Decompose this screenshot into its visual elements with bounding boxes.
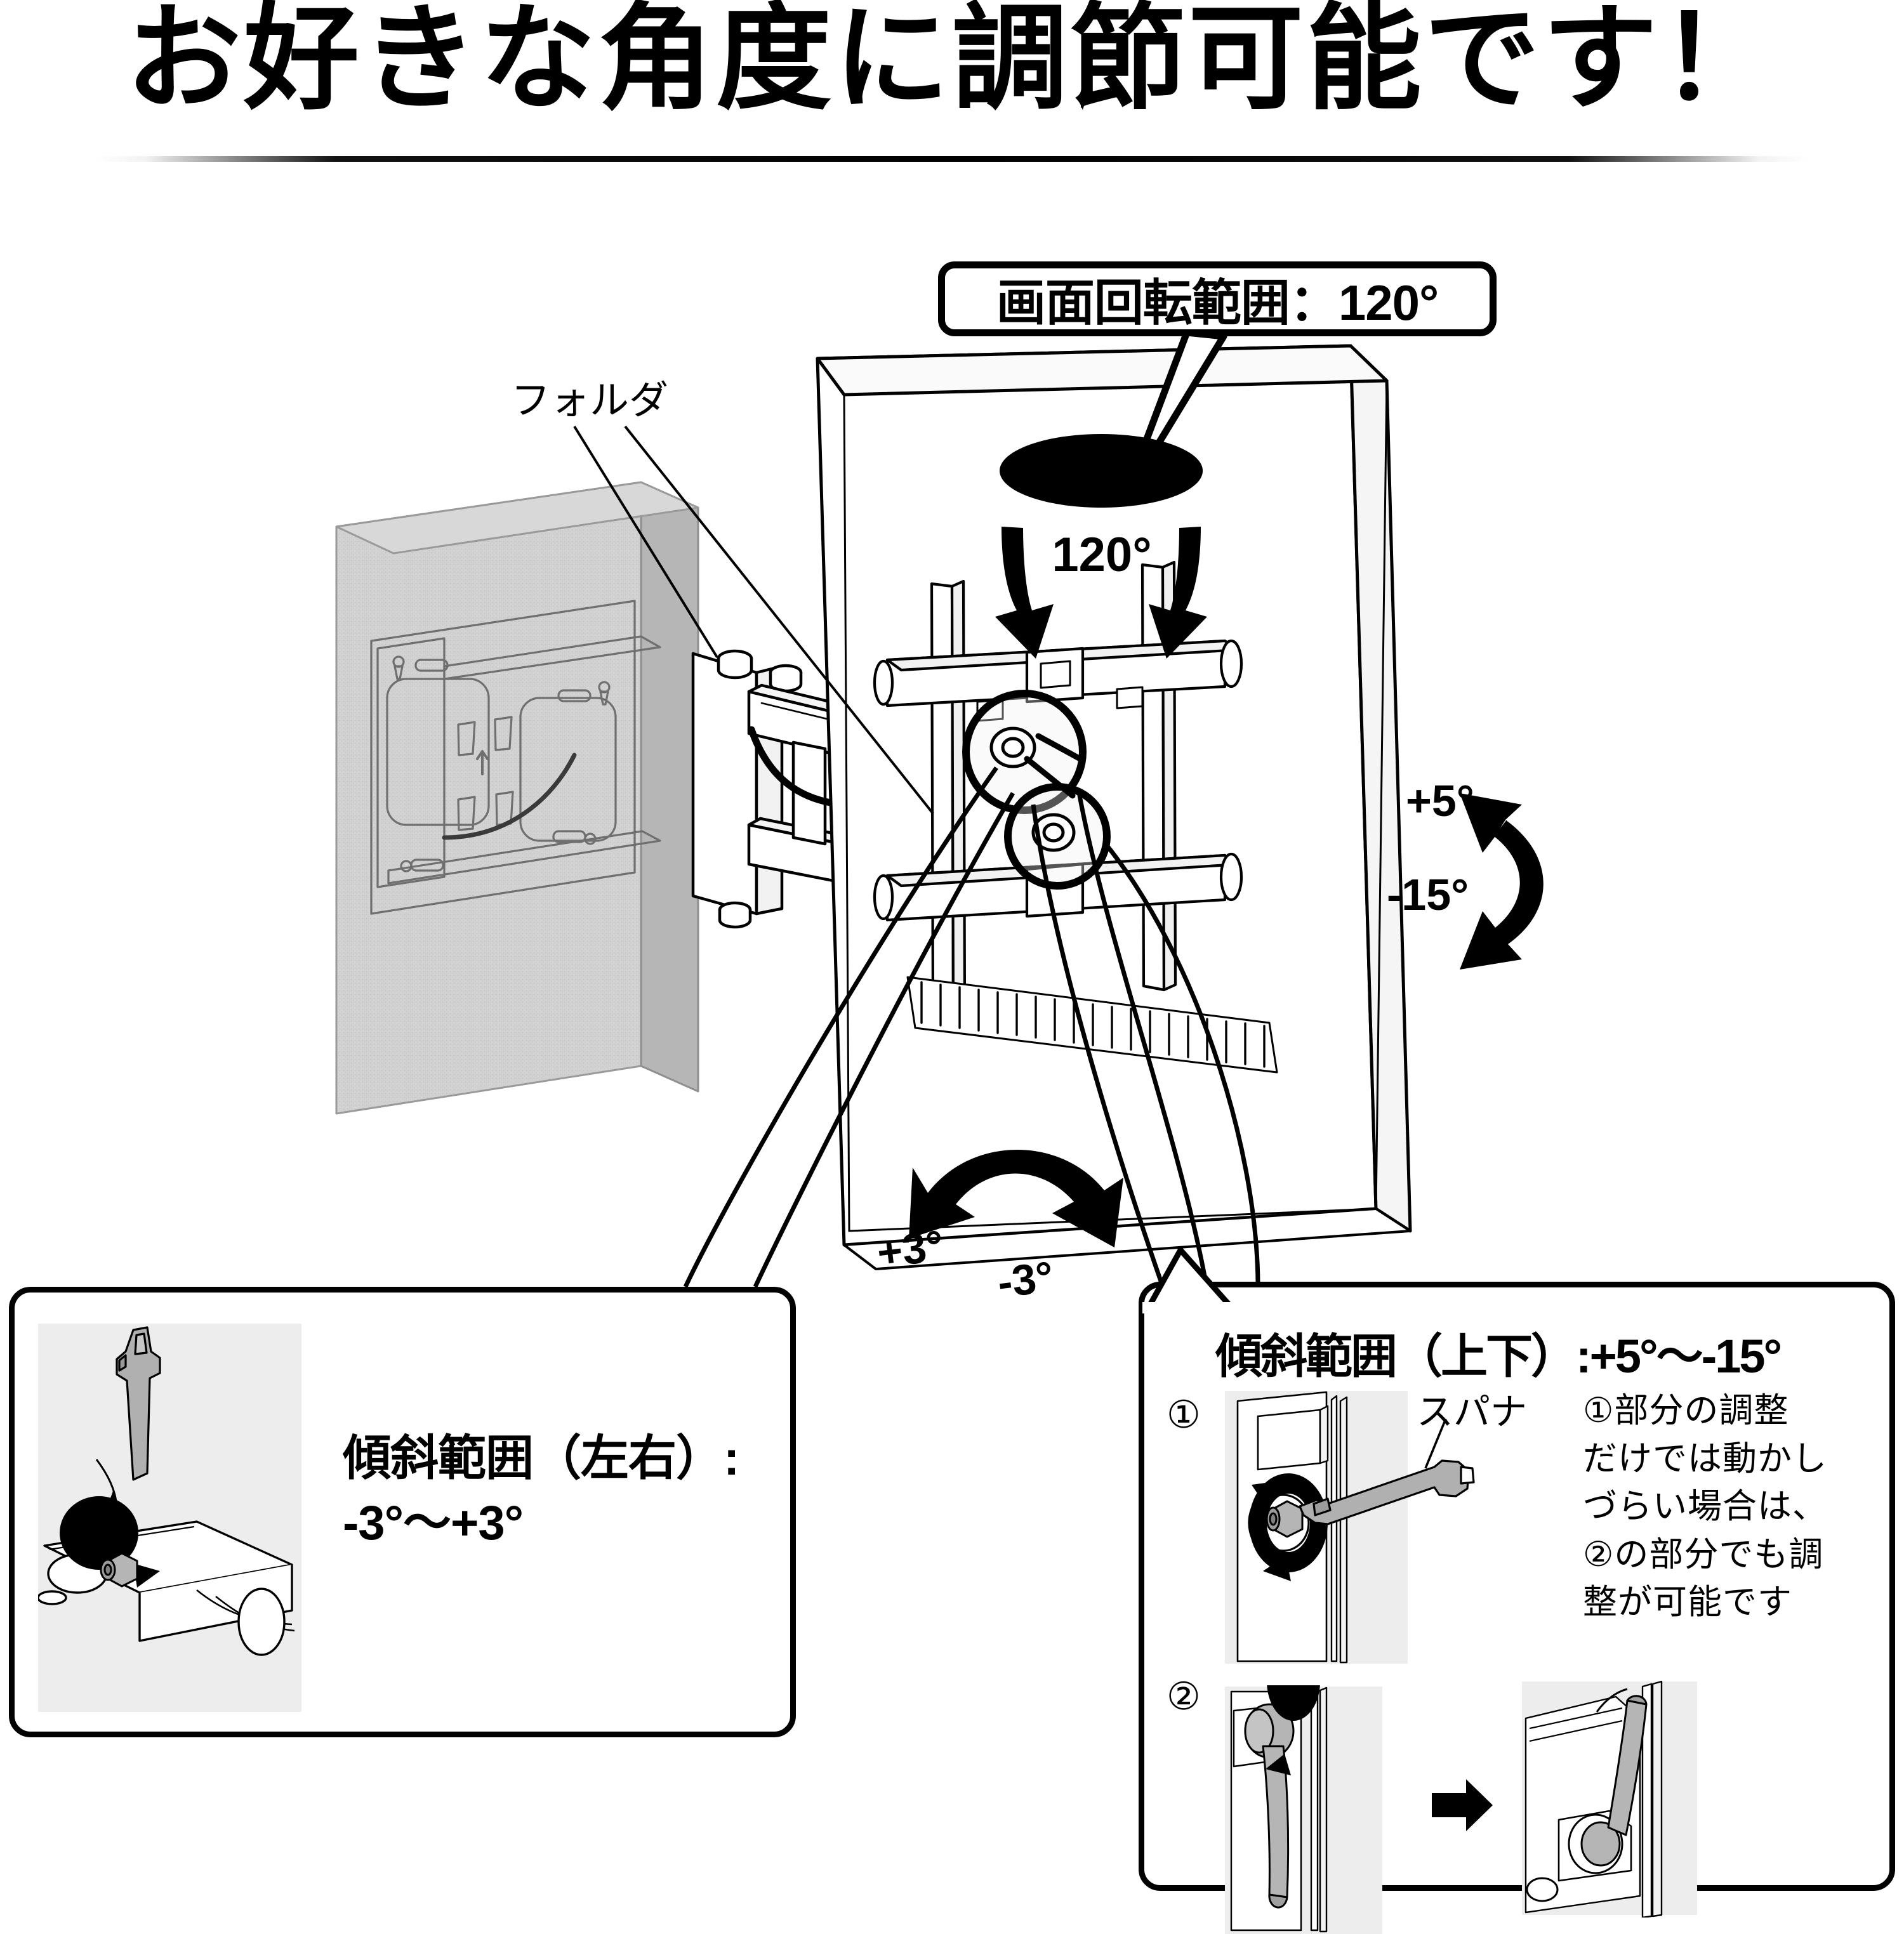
folder-label: フォルダ — [511, 379, 669, 423]
wall-block — [335, 481, 699, 1115]
tilt-down-label: -15° — [1387, 870, 1469, 919]
panel-connector-lines — [683, 766, 1260, 1288]
left-right-detail-art — [38, 1326, 295, 1656]
swivel-minus-label: -3° — [995, 1252, 1056, 1308]
instruction-line-1: ①部分の調整 — [1583, 1391, 1789, 1430]
tilt-up-label: +5° — [1406, 776, 1474, 826]
step-2-badge: ② — [1167, 1675, 1201, 1718]
page-title: お好きな角度に調節可能です！ — [126, 0, 1778, 123]
title-divider — [95, 156, 1809, 162]
swivel-plus-label: +3° — [874, 1221, 946, 1278]
up-down-panel-pointer — [1142, 1247, 1257, 1313]
left-right-tilt-text: 傾斜範囲（左右）: -3°〜+3° — [343, 1426, 762, 1556]
joint-hardware — [989, 727, 1083, 852]
articulating-arm — [691, 649, 1081, 940]
rotation-ring-arrow-120: 120° — [995, 434, 1207, 659]
svg-text:120°: 120° — [1052, 528, 1151, 582]
up-down-title: 傾斜範囲（上下）:+5°〜-15° — [1215, 1330, 1782, 1383]
folder-leader-lines — [573, 425, 934, 815]
step-2-before-art — [1230, 1685, 1328, 1933]
up-down-instruction-text: ①部分の調整 だけでは動かし づらい場合は、 ②の部分でも調 整が可能です — [1583, 1387, 1881, 1627]
spanner-label: スパナ — [1417, 1391, 1528, 1433]
step-1-detail-art — [1236, 1391, 1475, 1664]
tv-panel — [816, 344, 1412, 1270]
step-2-after-art — [1524, 1680, 1663, 1918]
svg-text:120°: 120° — [1053, 527, 1150, 580]
step-2-progress-arrow — [1432, 1779, 1493, 1831]
rotation-range-text: 画面回転範囲：120° — [996, 275, 1439, 331]
instruction-line-5: 整が可能です — [1583, 1583, 1792, 1622]
vent-slats — [906, 976, 1278, 1074]
bubble-pointer — [1120, 329, 1227, 505]
left-right-title-line2: -3°〜+3° — [343, 1496, 524, 1550]
wall-bracket-plate — [370, 600, 661, 915]
vesa-bracket — [873, 560, 1243, 1012]
instruction-line-4: ②の部分でも調 — [1583, 1535, 1824, 1574]
step-1-badge: ① — [1167, 1393, 1201, 1436]
left-right-title-line1: 傾斜範囲（左右）: — [343, 1431, 739, 1485]
instruction-line-3: づらい場合は、 — [1583, 1487, 1827, 1526]
joint-highlight-circles — [962, 690, 1111, 890]
rotation-range-callout: 画面回転範囲：120° — [938, 261, 1497, 336]
instruction-line-2: だけでは動かし — [1583, 1439, 1827, 1478]
